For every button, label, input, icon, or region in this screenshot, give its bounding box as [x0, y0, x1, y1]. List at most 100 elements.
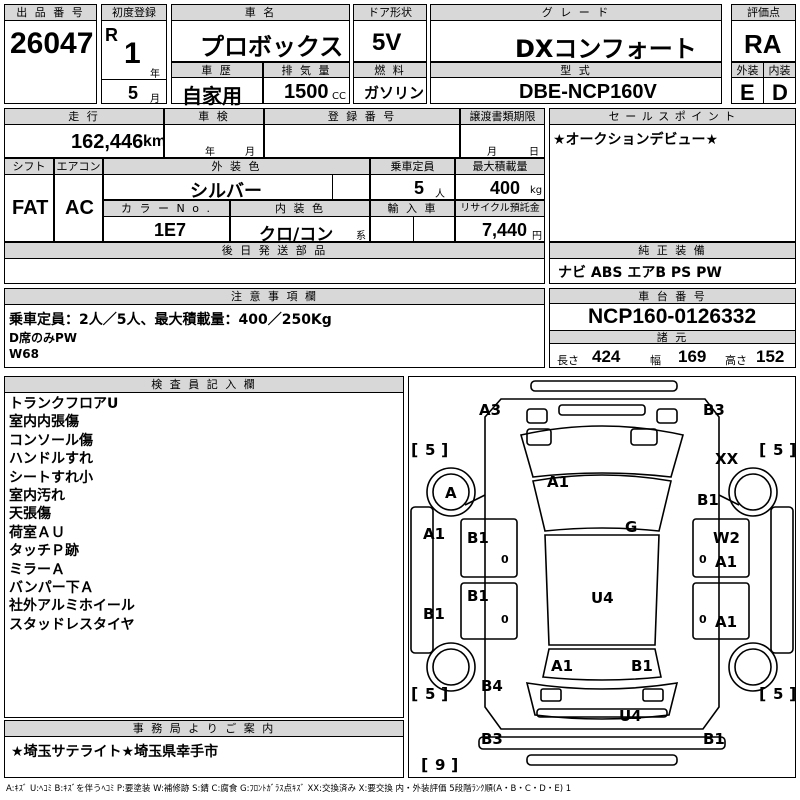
tread-bracket: ] — [789, 440, 795, 459]
later-parts-header: 後 日 発 送 部 品 — [5, 243, 544, 259]
grade: DXコンフォート — [515, 35, 697, 63]
displacement-header: 排 気 量 — [264, 63, 349, 78]
transfer-month-unit: 月 — [487, 147, 497, 158]
grade-box: グ レ ー ド DXコンフォート — [430, 4, 722, 63]
interior-color-box: 内 装 色 クロ/コン 系 — [230, 200, 370, 245]
color-number: 1E7 — [154, 220, 187, 240]
rear-window-shape — [542, 648, 662, 681]
color-number-box: カ ラ ー N o . 1E7 — [103, 200, 230, 242]
car-name: プロボックス — [200, 33, 344, 61]
year-unit: 年 — [150, 69, 160, 80]
damage-legend: A:ｷｽﾞ U:ﾍｺﾐ B:ｷｽﾞを伴うﾍｺﾐ P:要塗装 W:補修跡 S:錆 … — [6, 784, 572, 794]
interior-score: D — [772, 80, 788, 105]
exterior-color: シルバー — [190, 181, 262, 202]
mark-b1-rear: B1 — [631, 657, 653, 675]
inspector-note: タッチＰ跡 — [9, 543, 79, 560]
grade-header: グ レ ー ド — [431, 5, 721, 21]
inspector-note: 荷室ＡＵ — [9, 524, 65, 541]
inspector-note: ハンドルすれ — [9, 451, 93, 468]
tread-bracket: [ — [421, 755, 428, 774]
door-left-rear — [460, 582, 518, 640]
door-type-box: ドア形状 5V — [353, 4, 427, 62]
mark-u4-rear: U4 — [619, 707, 642, 725]
mark-g: G — [625, 518, 637, 536]
office-header: 事 務 局 よ り ご 案 内 — [5, 721, 403, 737]
tire-right-front — [728, 467, 778, 517]
roof-shape — [544, 534, 660, 646]
side-right — [770, 506, 794, 654]
chassis-number: NCP160-0126332 — [588, 305, 757, 328]
fender-right-front — [630, 428, 658, 446]
exterior-color-box: 外 装 色 シルバー — [103, 158, 370, 202]
rear-hatch-shape — [525, 682, 679, 720]
tread-bracket: ] — [451, 755, 458, 774]
equipment-list: ナビ ABS エアB PS PW — [558, 265, 722, 281]
handle-mark: 0 — [699, 553, 707, 566]
tire-depth-lf: 5 — [425, 441, 435, 459]
tire-depth-rr: 5 — [773, 685, 783, 703]
overall-score: RA — [744, 29, 782, 59]
sales-point-box: セ ー ル ス ポ イ ン ト ★オークションデビュー★ — [549, 108, 796, 242]
interior-color-header: 内 装 色 — [231, 201, 369, 217]
lot-number-header: 出 品 番 号 — [5, 5, 96, 21]
notes-header: 注 意 事 項 欄 — [5, 289, 544, 305]
mirror-right — [718, 494, 740, 506]
registration-number-header: 登 録 番 号 — [265, 109, 459, 125]
inspector-header: 検 査 員 記 入 欄 — [5, 377, 403, 393]
history-box: 車 歴 自家用 — [171, 62, 263, 108]
first-registration-header: 初度登録 — [102, 5, 166, 21]
shift-box: シフト FAT — [4, 158, 54, 242]
yen-unit: 円 — [532, 231, 542, 242]
mark-a3: A3 — [479, 401, 501, 419]
era-letter: R — [105, 25, 118, 45]
inspector-notes-list: トランクフロアU 室内内張傷 コンソール傷 ハンドルすれ シートすれ小 室内汚れ… — [9, 395, 135, 634]
recycle-fee: 7,440 — [482, 220, 528, 240]
tire-right-rear — [728, 642, 778, 692]
kei-unit: 系 — [356, 231, 366, 242]
side-left — [410, 506, 434, 654]
first-registration-box: 初度登録 R 1 年 5 月 — [101, 4, 167, 105]
note-line-3: W68 — [9, 347, 39, 361]
tread-bracket: [ — [411, 684, 418, 703]
tail-right — [642, 688, 664, 702]
mileage: 162,446 — [71, 131, 144, 153]
mark-a1-left: A1 — [423, 525, 445, 543]
handle-mark: 0 — [699, 613, 707, 626]
exterior-color-header: 外 装 色 — [104, 159, 369, 175]
person-unit: 人 — [435, 189, 445, 200]
door-right-rear — [692, 582, 750, 640]
inspector-note: 室内内張傷 — [9, 414, 79, 431]
tread-bracket: ] — [789, 684, 795, 703]
width-label: 幅 — [650, 354, 661, 367]
int-score-box: 内装 D — [763, 62, 796, 105]
fuel-box: 燃 料 ガソリン — [353, 62, 427, 104]
equipment-header: 純 正 装 備 — [550, 243, 795, 259]
mirror-left — [464, 494, 486, 506]
mark-w2: W2 — [713, 529, 740, 547]
later-parts-box: 後 日 発 送 部 品 — [4, 242, 545, 284]
capacity: 5 — [414, 178, 425, 198]
door-right-front — [692, 518, 750, 578]
mark-a1-right-front: A1 — [715, 553, 737, 571]
damage-diagram-box: [] [] [] [] [] 5 5 5 5 9 A3 B3 XX B1 A1 … — [408, 376, 796, 778]
int-score-header: 内装 — [764, 63, 795, 78]
shift-header: シフト — [5, 159, 53, 175]
displacement-box: 排 気 量 1500 CC — [263, 62, 350, 104]
mark-b4: B4 — [481, 677, 503, 695]
rear-bumper-upper — [536, 708, 668, 718]
inspection-month-unit: 月 — [245, 147, 255, 158]
headlight-left — [526, 408, 548, 424]
capacity-header: 乗車定員 — [371, 159, 454, 175]
transfer-deadline-header: 譲渡書類期限 — [461, 109, 544, 125]
interior-color: クロ/コン — [259, 225, 334, 245]
door-type: 5V — [372, 29, 402, 56]
fender-left-front — [526, 428, 552, 446]
shift-type: FAT — [12, 197, 49, 219]
inspection-year-unit: 年 — [205, 147, 215, 158]
exterior-score: E — [740, 80, 755, 105]
max-load-box: 最大積載量 400 kg — [455, 158, 545, 200]
model-header: 型 式 — [431, 63, 721, 78]
aircon-type: AC — [65, 197, 94, 219]
aircon-box: エアコン AC — [54, 158, 103, 242]
month-unit: 月 — [150, 94, 160, 105]
